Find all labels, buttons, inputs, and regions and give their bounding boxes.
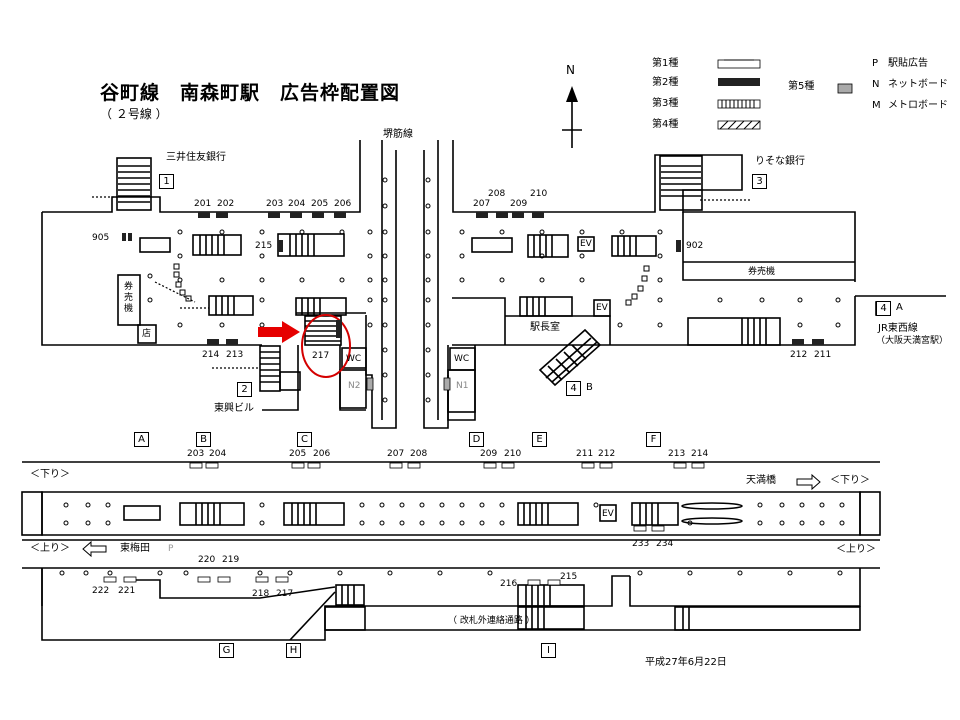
exit-3: 3 bbox=[752, 174, 767, 189]
label-ekichoshitsu: 駅長室 bbox=[530, 322, 560, 333]
north-label: N bbox=[566, 63, 575, 77]
label-ev-3: EV bbox=[602, 509, 614, 519]
ad-902: 902 bbox=[686, 241, 704, 251]
label-toko: 東興ビル bbox=[214, 403, 254, 414]
label-kudari-left: ＜下り＞ bbox=[30, 469, 70, 480]
ad-204: 204 bbox=[288, 199, 306, 209]
ad-201: 201 bbox=[194, 199, 212, 209]
legend-type1: 第1種 bbox=[652, 58, 679, 69]
label-risona: りそな銀行 bbox=[755, 156, 805, 167]
plat-ad-204: 204 bbox=[209, 449, 227, 459]
label-passage: （ 改札外連絡通路 ） bbox=[448, 616, 535, 626]
label-ev-2: EV bbox=[596, 303, 608, 313]
label-higashiumeda: 東梅田 bbox=[120, 543, 150, 554]
section-g: G bbox=[219, 643, 234, 658]
label-p-mark: P bbox=[168, 544, 174, 554]
ad-203: 203 bbox=[266, 199, 284, 209]
plat-ad-212: 212 bbox=[598, 449, 616, 459]
lower-ad-220: 220 bbox=[198, 555, 216, 565]
exit-4b: 4 bbox=[566, 381, 581, 396]
label-jr-sub: （大阪天満宮駅） bbox=[876, 336, 949, 346]
plat-ad-208: 208 bbox=[410, 449, 428, 459]
lower-ad-222: 222 bbox=[92, 586, 110, 596]
page-title: 谷町線 南森町駅 広告枠配置図 bbox=[100, 82, 401, 104]
ad-217: 217 bbox=[312, 351, 330, 361]
legend-type4: 第4種 bbox=[652, 119, 679, 130]
label-nobori-left: ＜上り＞ bbox=[30, 543, 70, 554]
exit-2: 2 bbox=[237, 382, 252, 397]
ad-208: 208 bbox=[488, 189, 506, 199]
ad-210: 210 bbox=[530, 189, 548, 199]
ad-213: 213 bbox=[226, 350, 244, 360]
plat-ad-205: 205 bbox=[289, 449, 307, 459]
label-shop: 店 bbox=[142, 329, 152, 339]
ad-205: 205 bbox=[311, 199, 329, 209]
ad-215: 215 bbox=[255, 241, 273, 251]
ad-207: 207 bbox=[473, 199, 491, 209]
plat-ad-210: 210 bbox=[504, 449, 522, 459]
ad-211: 211 bbox=[814, 350, 832, 360]
label-mitsui: 三井住友銀行 bbox=[166, 152, 226, 163]
label-wc-left: WC bbox=[346, 354, 362, 364]
legend-type2: 第2種 bbox=[652, 77, 679, 88]
label-kudari-right: ＜下り＞ bbox=[830, 475, 870, 486]
legend-n-key: N bbox=[872, 79, 880, 90]
exit-b-label: B bbox=[586, 382, 593, 393]
label-jr: JR東西線 bbox=[878, 323, 918, 334]
plat-ad-233: 233 bbox=[632, 539, 650, 549]
label-kippu-vertical: 券 売 機 bbox=[124, 282, 134, 314]
exit-4a: 4 bbox=[876, 301, 891, 316]
plat-ad-206: 206 bbox=[313, 449, 331, 459]
legend-type5: 第5種 bbox=[788, 81, 815, 92]
plat-ad-234: 234 bbox=[656, 539, 674, 549]
legend-m-key: M bbox=[872, 100, 881, 111]
label-ev-1: EV bbox=[580, 239, 592, 249]
plat-ad-207: 207 bbox=[387, 449, 405, 459]
section-e: E bbox=[532, 432, 547, 447]
lower-ad-217: 217 bbox=[276, 589, 294, 599]
ad-202: 202 bbox=[217, 199, 235, 209]
section-f: F bbox=[646, 432, 661, 447]
section-d: D bbox=[469, 432, 484, 447]
lower-ad-221: 221 bbox=[118, 586, 136, 596]
legend-m-text: メトロボード bbox=[888, 100, 948, 111]
lower-ad-219: 219 bbox=[222, 555, 240, 565]
label-sakaisuji: 堺筋線 bbox=[383, 129, 413, 140]
lower-ad-215: 215 bbox=[560, 572, 578, 582]
legend-n-text: ネットボード bbox=[888, 79, 948, 90]
ad-214: 214 bbox=[202, 350, 220, 360]
section-h: H bbox=[286, 643, 301, 658]
label-tenmabashi: 天満橋 bbox=[746, 475, 776, 486]
exit-a-label: A bbox=[896, 302, 903, 313]
section-a: A bbox=[134, 432, 149, 447]
section-i: I bbox=[541, 643, 556, 658]
plat-ad-209: 209 bbox=[480, 449, 498, 459]
plat-ad-211: 211 bbox=[576, 449, 594, 459]
ad-212: 212 bbox=[790, 350, 808, 360]
page-subtitle: （ ２号線 ） bbox=[100, 107, 168, 121]
lower-ad-218: 218 bbox=[252, 589, 270, 599]
section-b: B bbox=[196, 432, 211, 447]
exit-1: 1 bbox=[159, 174, 174, 189]
date-label: 平成27年6月22日 bbox=[645, 657, 727, 668]
ad-n2: N2 bbox=[348, 381, 361, 391]
section-c: C bbox=[297, 432, 312, 447]
ad-n1: N1 bbox=[456, 381, 469, 391]
lower-ad-216: 216 bbox=[500, 579, 518, 589]
label-wc-right: WC bbox=[454, 354, 470, 364]
plat-ad-203: 203 bbox=[187, 449, 205, 459]
ad-209: 209 bbox=[510, 199, 528, 209]
legend-p-key: P bbox=[872, 58, 879, 69]
ad-206: 206 bbox=[334, 199, 352, 209]
plat-ad-213: 213 bbox=[668, 449, 686, 459]
legend-p-text: 駅貼広告 bbox=[888, 58, 928, 69]
legend-type3: 第3種 bbox=[652, 98, 679, 109]
plat-ad-214: 214 bbox=[691, 449, 709, 459]
label-kippu: 券売機 bbox=[748, 267, 776, 277]
label-nobori-right: ＜上り＞ bbox=[836, 544, 876, 555]
ad-905: 905 bbox=[92, 233, 110, 243]
